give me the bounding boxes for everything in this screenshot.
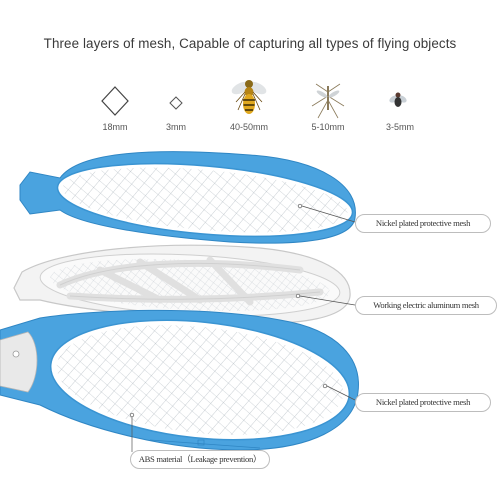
diamond-large-icon: [101, 86, 129, 116]
callout-handle-material: ABS material（Leakage prevention）: [130, 450, 270, 469]
mosquito-icon: [311, 83, 345, 119]
diamond-small-icon: [169, 96, 183, 110]
top-mesh-layer: [19, 151, 356, 244]
size-label: 5-10mm: [311, 122, 345, 132]
size-label: 40-50mm: [229, 122, 268, 132]
wasp-icon: [231, 80, 267, 114]
size-label: 18mm: [102, 122, 128, 132]
callout-top-mesh: Nickel plated protective mesh: [355, 214, 491, 233]
callout-leaders: [129, 203, 356, 452]
bottom-mesh-layer: [0, 309, 359, 451]
fly-icon: [389, 92, 407, 107]
callout-bottom-mesh: Nickel plated protective mesh: [355, 393, 491, 412]
middle-mesh-layer: [13, 244, 351, 324]
size-label: 3-5mm: [385, 122, 414, 132]
page-title: Three layers of mesh, Capable of capturi…: [43, 36, 457, 51]
callout-middle-mesh: Working electric aluminum mesh: [355, 296, 497, 315]
capture-size-row: 18mm 3mm 40-50mm 5-10mm 3-5mm: [0, 0, 500, 140]
size-label: 3mm: [166, 122, 186, 132]
